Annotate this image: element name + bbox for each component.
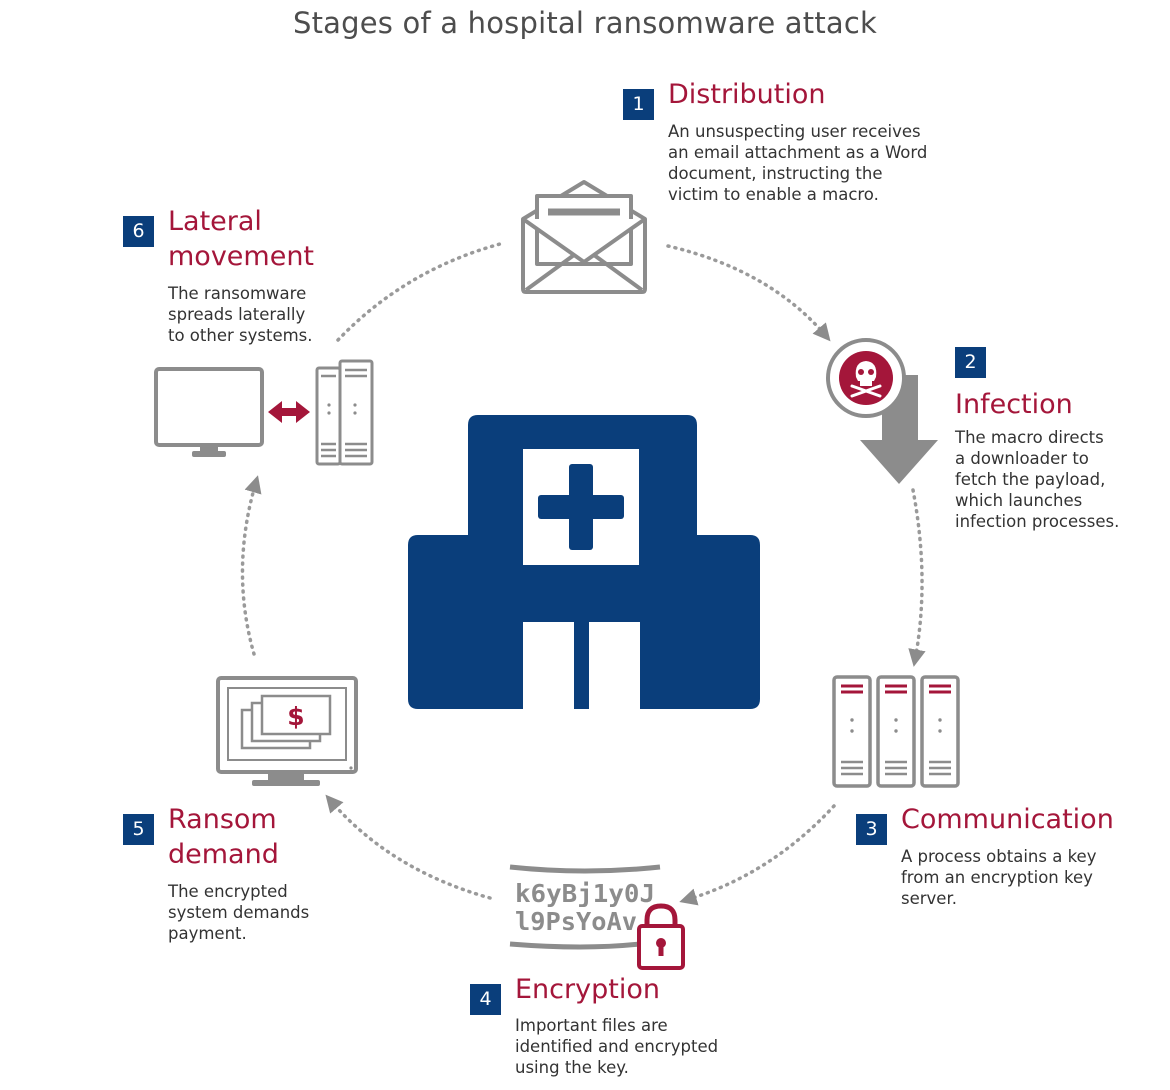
cycle-arrow-6-1 xyxy=(336,242,502,342)
monitor-ransom-icon: $ xyxy=(216,676,358,786)
monitor-server-icon xyxy=(154,359,374,466)
double-arrow-icon xyxy=(268,401,310,423)
stage-number-badge: 3 xyxy=(856,814,887,845)
skull-download-icon xyxy=(826,338,938,484)
stage-description: Important files are identified and encry… xyxy=(515,1016,719,1077)
lock-icon xyxy=(637,903,685,970)
stage-number-badge: 4 xyxy=(470,984,501,1015)
hospital-icon xyxy=(408,415,760,709)
cycle-arrow-4-5 xyxy=(325,794,492,900)
stage-title: Infection xyxy=(955,389,1073,420)
stage-number-badge: 2 xyxy=(955,347,986,378)
cycle-arrow-1-2 xyxy=(666,244,831,342)
page-title: Stages of a hospital ransomware attack xyxy=(292,6,878,40)
cycle-arrow-2-3 xyxy=(908,488,926,667)
stage-description: A process obtains a key from an encrypti… xyxy=(901,847,1097,908)
stage-number-badge: 5 xyxy=(123,814,154,845)
stage-title: Communication xyxy=(901,804,1114,835)
stage-title: Lateral movement xyxy=(168,206,315,272)
stage-title: Distribution xyxy=(668,79,826,110)
stage-description: The macro directs a downloader to fetch … xyxy=(955,428,1120,531)
stage-title: Encryption xyxy=(515,974,660,1005)
cycle-arrow-3-4 xyxy=(679,804,836,906)
server-rack-icon xyxy=(832,675,960,788)
dollar-icon: $ xyxy=(287,702,304,731)
cipher-line-1: k6yBj1y0J xyxy=(515,879,655,908)
stage-number-badge: 6 xyxy=(123,216,154,247)
stage-title: Ransom demand xyxy=(168,804,279,870)
cycle-arrow-5-6 xyxy=(240,475,262,656)
encrypted-key-icon: k6yBj1y0J l9PsYoAv xyxy=(509,864,685,970)
stage-description: The ransomware spreads laterally to othe… xyxy=(168,284,313,345)
skull-icon xyxy=(850,361,882,398)
stage-description: The encrypted system demands payment. xyxy=(168,882,310,943)
stage-description: An unsuspecting user receives an email a… xyxy=(668,122,928,204)
cipher-line-2: l9PsYoAv xyxy=(515,907,637,936)
stage-number-badge: 1 xyxy=(623,89,654,120)
envelope-icon xyxy=(521,180,647,294)
